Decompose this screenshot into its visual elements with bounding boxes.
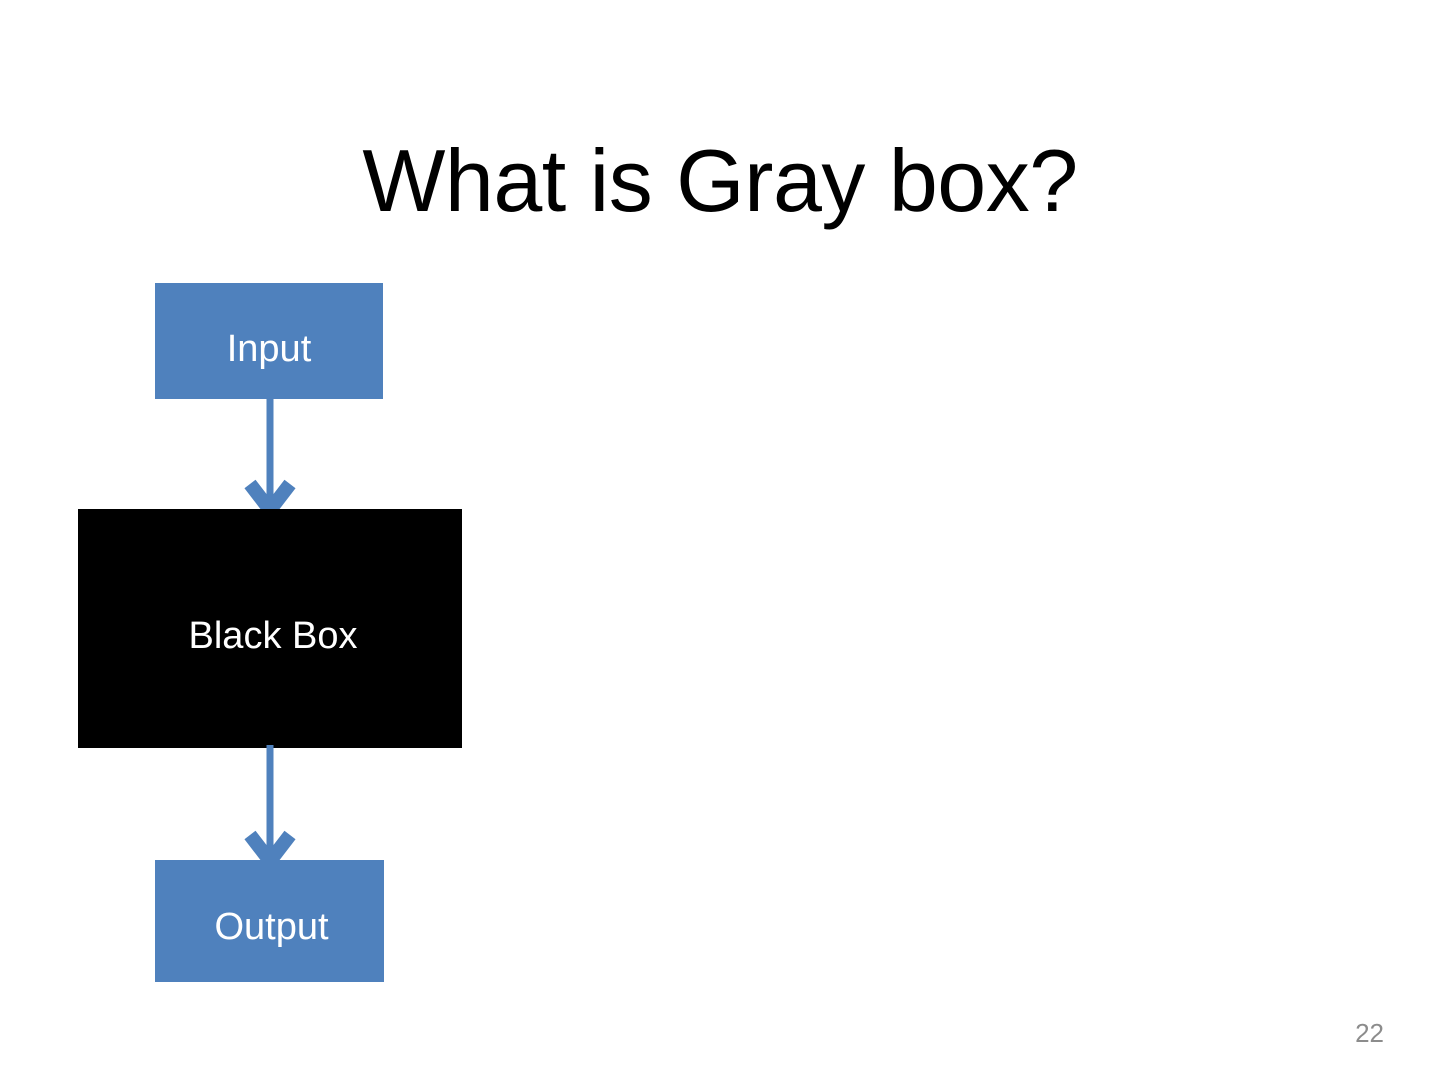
arrow-down-icon-input-to-black-box [244,396,296,522]
flow-node-input[interactable]: Input [155,283,383,399]
flow-node-black-box[interactable]: Black Box [78,509,462,748]
flow-node-input-label: Input [226,328,312,370]
page-number: 22 [1355,1018,1384,1048]
flow-node-output-label: Output [214,906,329,948]
page-title: What is Gray box? [362,130,1078,230]
arrow-down-icon-black-box-to-output [244,745,296,873]
flow-node-output[interactable]: Output [155,860,384,982]
flow-node-black-box-label: Black Box [188,615,358,657]
